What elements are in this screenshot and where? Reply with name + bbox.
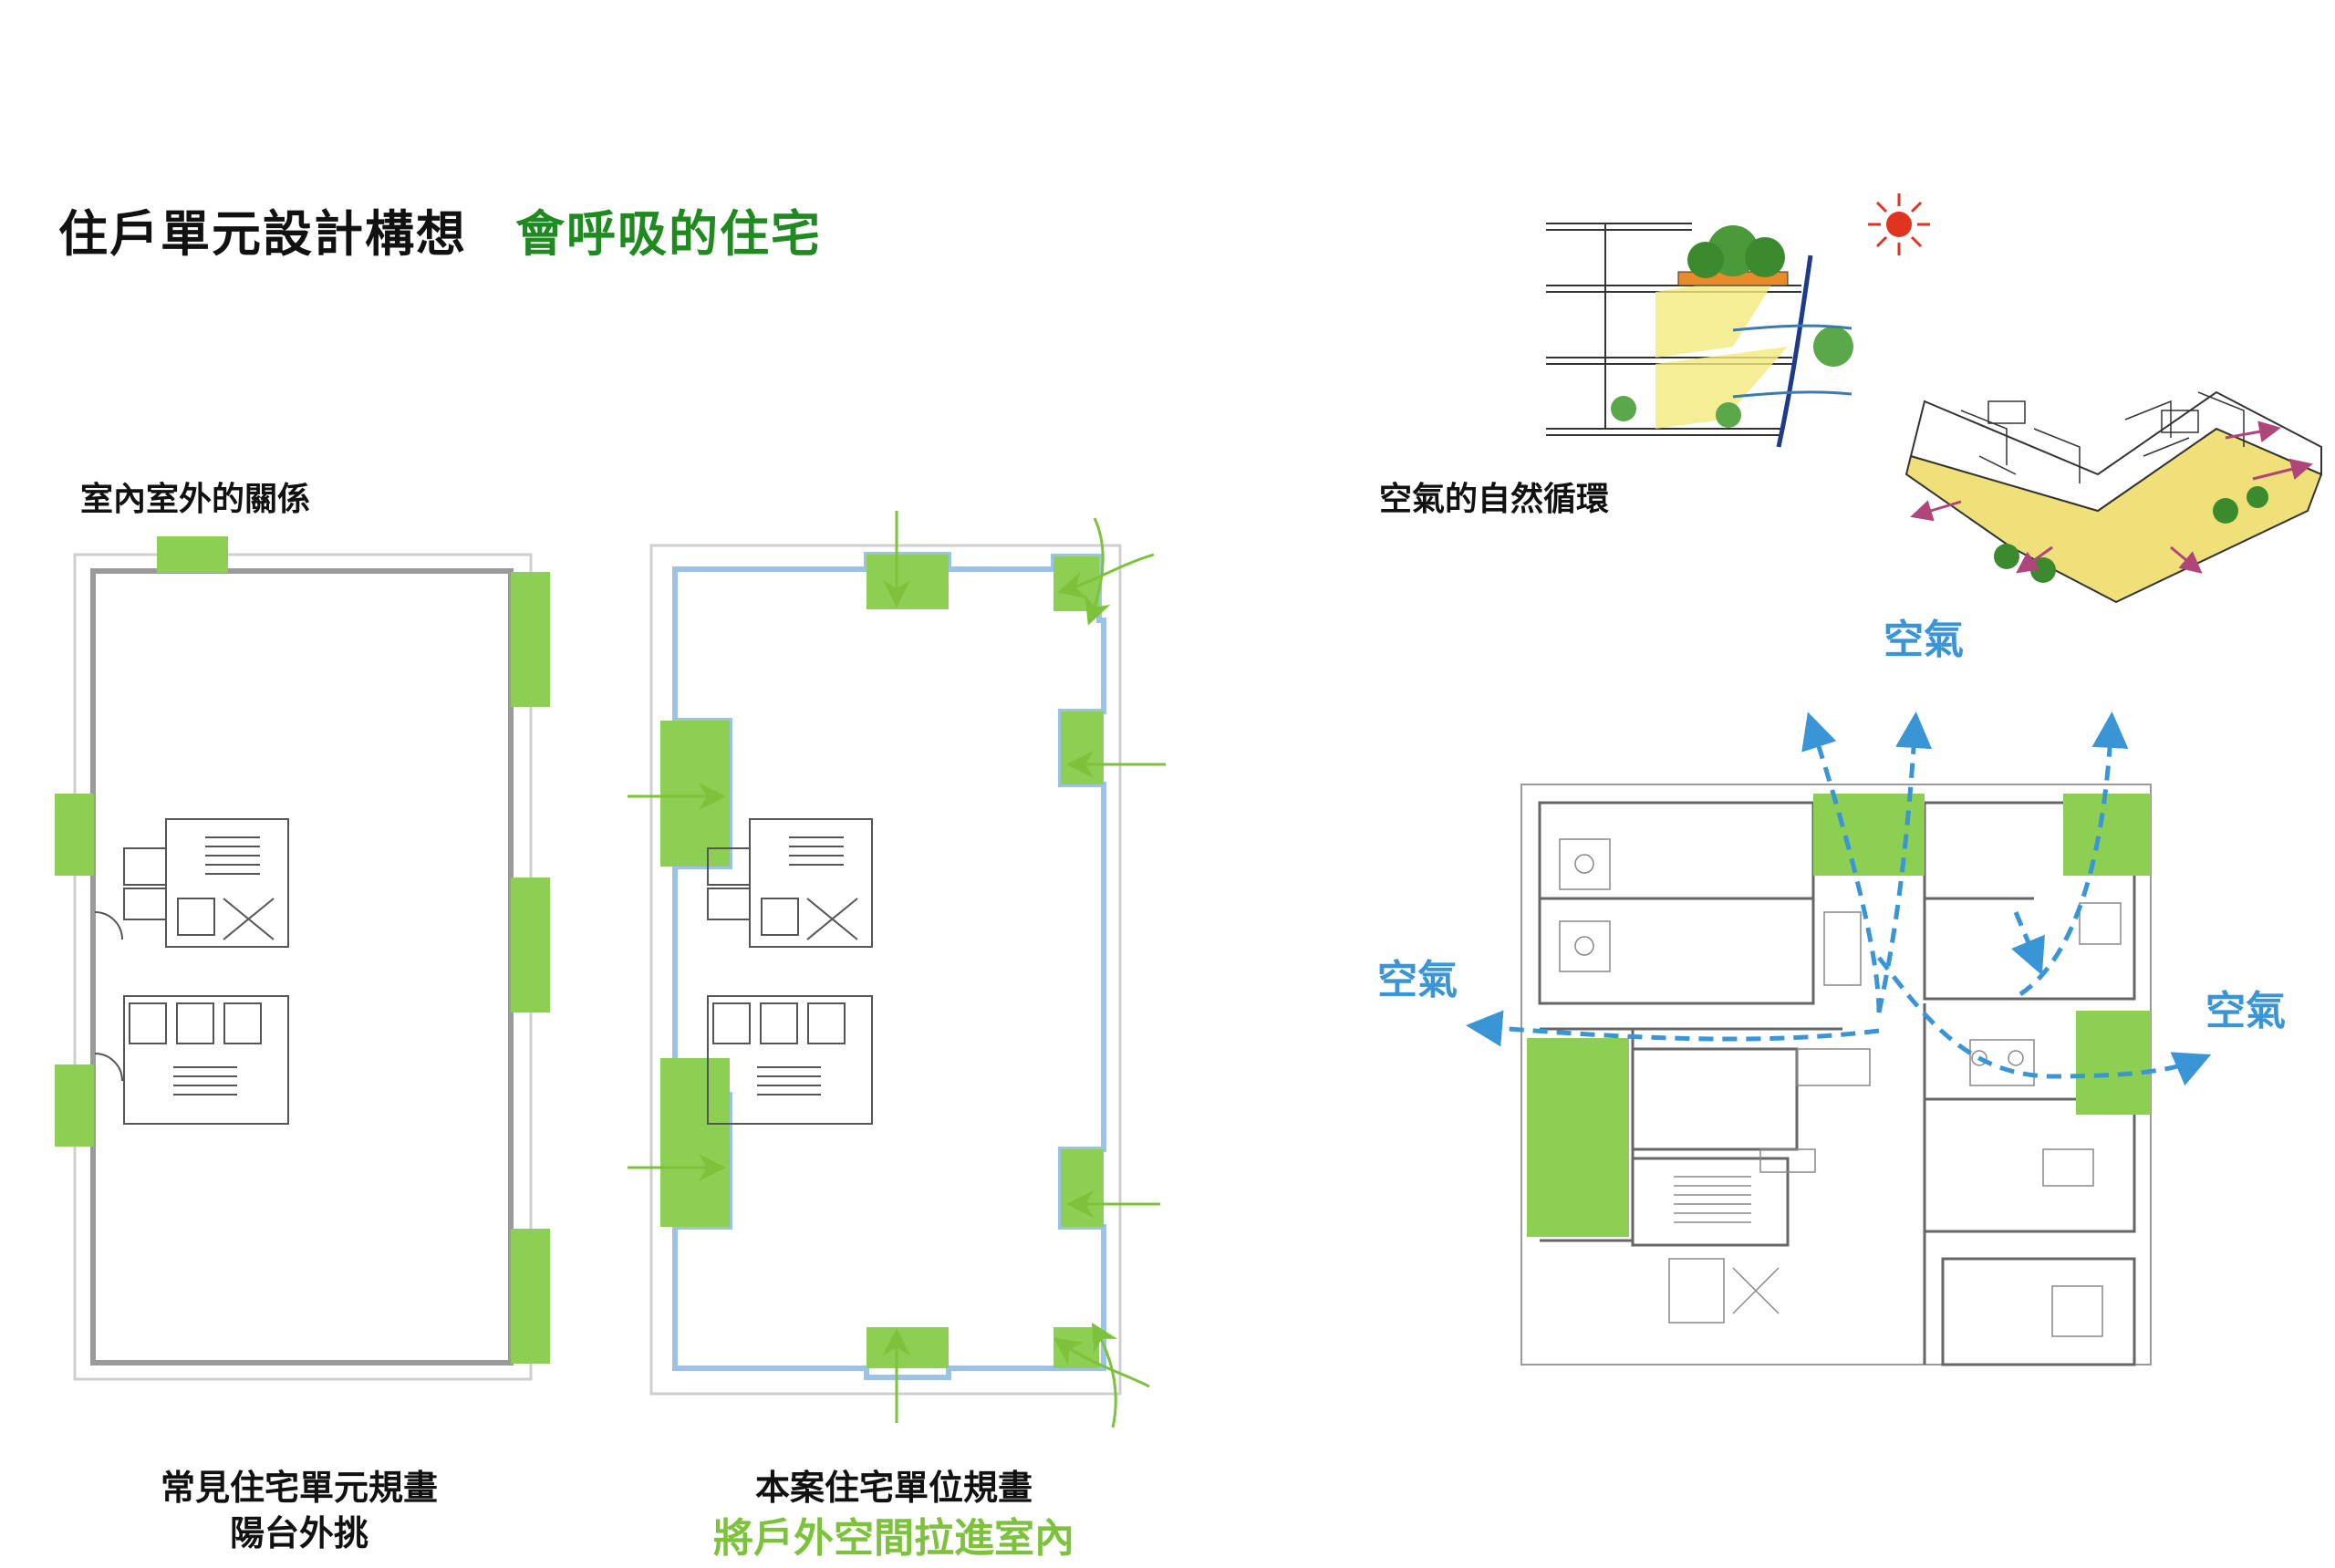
void-block bbox=[1527, 1038, 1629, 1237]
axonometric-sketch bbox=[1904, 390, 2323, 604]
air-paths bbox=[1466, 711, 2212, 1086]
caption-project-plan-sub: 將戶外空間拉進室內 bbox=[713, 1515, 1074, 1562]
sun-icon bbox=[1886, 212, 1912, 237]
outdoor-block bbox=[660, 721, 730, 867]
void-block bbox=[2076, 1011, 2151, 1115]
section-subtitle-left: 室內室外的關係 bbox=[80, 481, 311, 518]
apartment-floorplan bbox=[1466, 711, 2212, 1366]
outdoor-block bbox=[867, 555, 949, 609]
balcony-block bbox=[511, 572, 550, 707]
air-label-right: 空氣 bbox=[2205, 988, 2286, 1034]
page-title: 住戶單元設計構想 bbox=[58, 205, 467, 263]
balcony-block bbox=[511, 1229, 550, 1364]
core-lower bbox=[94, 995, 289, 1125]
outdoor-block bbox=[660, 1058, 730, 1227]
caption-common-plan: 常見住宅單元規畫 bbox=[160, 1468, 438, 1508]
outdoor-block bbox=[1061, 1149, 1104, 1227]
section-subtitle-right: 空氣的自然循環 bbox=[1379, 481, 1610, 518]
balcony-block bbox=[55, 794, 94, 876]
balcony-block bbox=[157, 536, 228, 573]
caption-common-plan-sub: 陽台外挑 bbox=[229, 1513, 368, 1553]
void-block bbox=[2063, 794, 2151, 876]
plan-common bbox=[55, 536, 550, 1381]
outdoor-block bbox=[1061, 711, 1104, 784]
outdoor-block bbox=[867, 1327, 949, 1368]
plan-project bbox=[628, 511, 1166, 1428]
airflow-arrows bbox=[628, 511, 1166, 1428]
balcony-block bbox=[511, 877, 550, 1012]
outdoor-block bbox=[1053, 556, 1099, 611]
core-upper bbox=[94, 818, 289, 948]
balcony-block bbox=[55, 1064, 94, 1147]
caption-project-plan: 本案住宅單位規畫 bbox=[754, 1468, 1033, 1508]
page-title-highlight: 會呼吸的住宅 bbox=[515, 205, 822, 263]
air-label-left: 空氣 bbox=[1377, 957, 1458, 1003]
air-label-top: 空氣 bbox=[1884, 617, 1964, 663]
section-sketch bbox=[1546, 193, 1930, 448]
